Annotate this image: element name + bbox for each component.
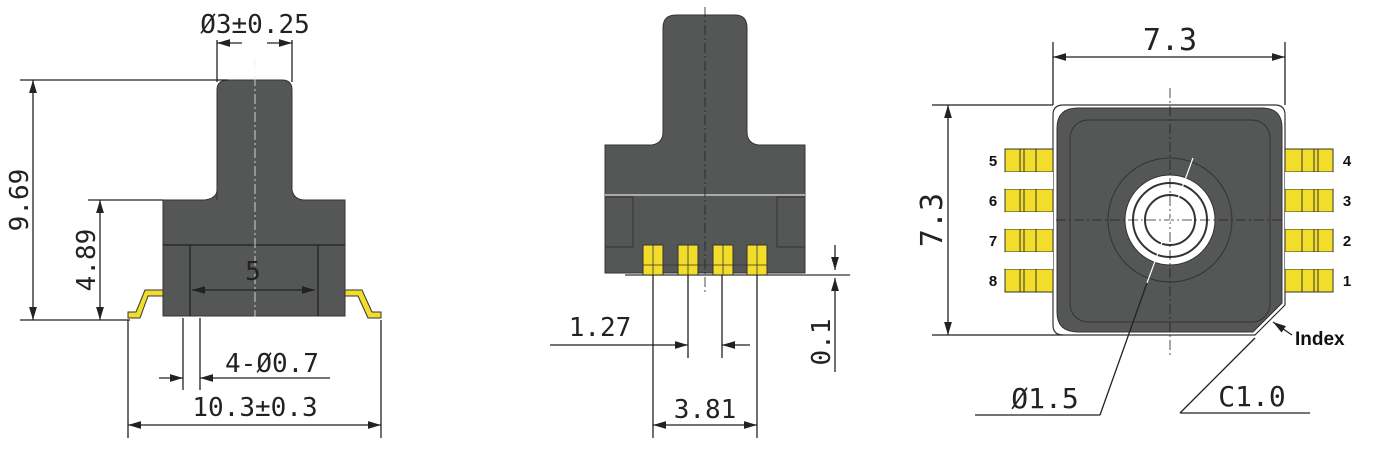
index-label: Index (1295, 329, 1345, 350)
body-height-dim: 4.89 (72, 229, 102, 292)
front-pin-span-dim: 3.81 (674, 395, 737, 425)
pin-label: 8 (989, 273, 997, 290)
pin-label: 1 (1343, 273, 1351, 290)
overall-width-dim: 10.3±0.3 (192, 393, 317, 423)
right-lead (344, 289, 382, 319)
nozzle (162, 79, 346, 317)
pin-label: 4 (1343, 153, 1352, 170)
height-dim: 7.3 (915, 193, 950, 247)
pin-label: 7 (989, 233, 997, 250)
pin-label: 3 (1343, 193, 1351, 210)
pin-label: 6 (989, 193, 997, 210)
top-view: 5 6 7 8 4 3 2 1 7.3 7.3 Index Ø1.5 C1.0 (915, 23, 1352, 416)
width-dim: 7.3 (1143, 23, 1197, 58)
pin-span-dim: 5 (245, 257, 261, 287)
pin-label: 2 (1343, 233, 1351, 250)
nozzle-body (604, 14, 806, 274)
pin-label: 5 (989, 153, 997, 170)
nozzle-diameter-dim: Ø3±0.25 (200, 10, 310, 40)
side-view: 9.69 4.89 Ø3±0.25 5 4-Ø0.7 10.3±0.3 (5, 10, 382, 438)
left-lead (127, 289, 164, 319)
chamfer-dim: C1.0 (1218, 380, 1285, 413)
hole-spec-dim: 4-Ø0.7 (225, 349, 319, 379)
top-pads (1004, 148, 1334, 293)
port-diameter-dim: Ø1.5 (1011, 382, 1078, 415)
standoff-dim: 0.1 (807, 319, 837, 366)
pin-pitch-dim: 1.27 (569, 313, 632, 343)
front-view: 1.27 3.81 0.1 (550, 7, 850, 438)
total-height-dim: 9.69 (5, 169, 35, 232)
